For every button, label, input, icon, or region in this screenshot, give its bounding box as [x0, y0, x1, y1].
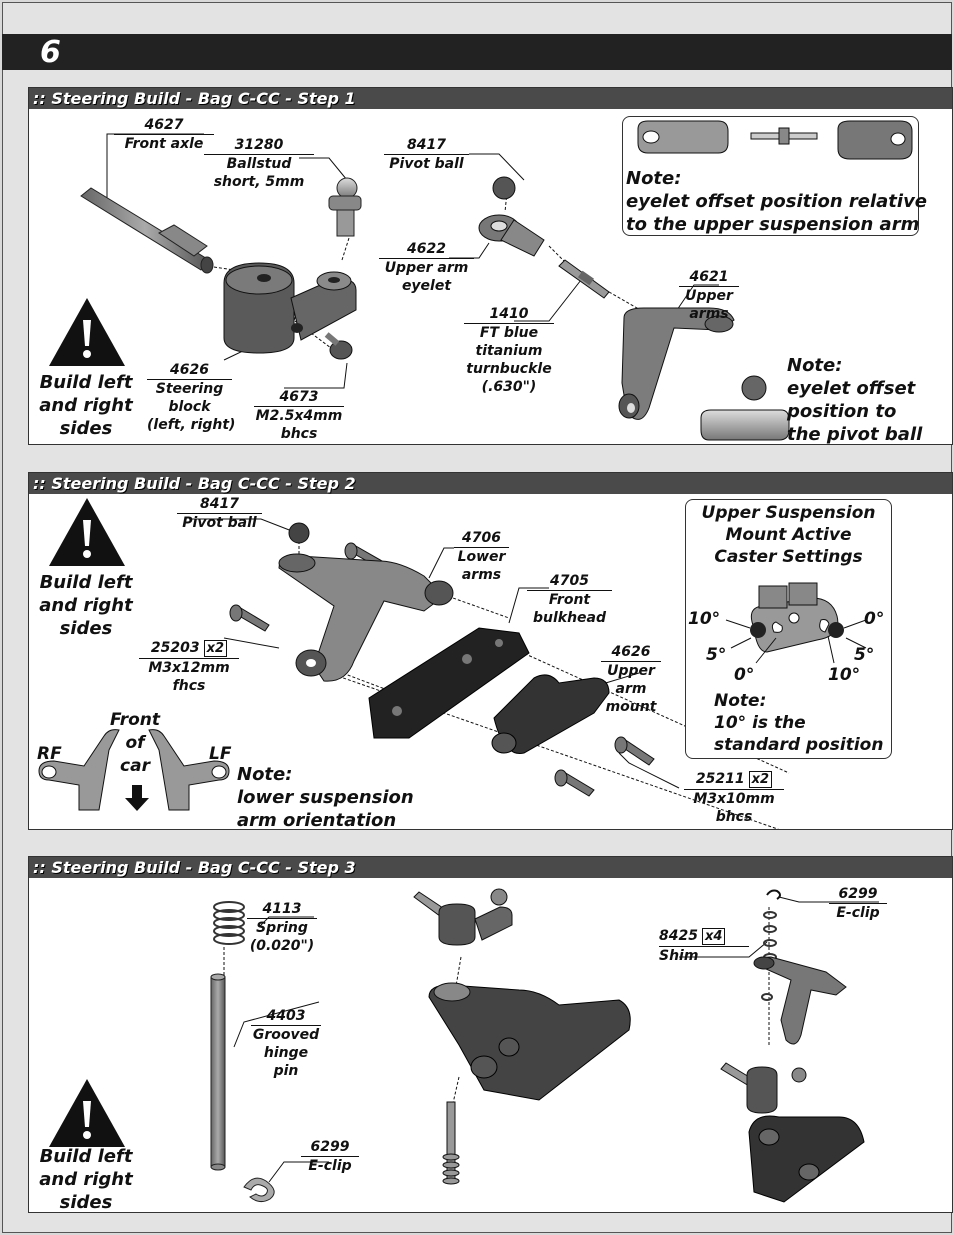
warning-triangle-step3-icon: [49, 1079, 125, 1147]
arrow-down-icon: [125, 785, 149, 811]
front-bulkhead-part: [368, 627, 530, 739]
eyelet-offset-illustration: [700, 375, 790, 441]
step1-panel: :: Steering Build - Bag C-CC - Step 1: [28, 87, 953, 445]
lf-label: LF: [209, 744, 232, 764]
caster-mount-illustration: [725, 582, 867, 664]
turnbuckle-part: [558, 259, 610, 299]
step3-panel: :: Steering Build - Bag C-CC - Step 3: [28, 856, 953, 1213]
step1-title: :: Steering Build - Bag C-CC - Step 1: [29, 88, 952, 109]
step2-panel: :: Steering Build - Bag C-CC - Step 2: [28, 472, 953, 831]
screw-4673-part: [324, 332, 353, 360]
screw-25211-lower-part: [554, 769, 595, 797]
step1-illustration: [49, 133, 790, 441]
caster-5-right: 5°: [854, 645, 875, 665]
spring-part: [213, 901, 245, 945]
warning-triangle-icon: [49, 298, 125, 366]
hinge-pin-part: [210, 973, 226, 1171]
caster-0-right: 0°: [864, 609, 885, 629]
eyelet-part: [478, 214, 545, 257]
warning-triangle-step2-icon: [49, 498, 125, 566]
step3-title: :: Steering Build - Bag C-CC - Step 3: [29, 857, 952, 878]
step1-note-box: Note: eyelet offset position relative to…: [622, 116, 927, 236]
middle-assembly-part: [413, 888, 631, 1185]
step1-note-line3: to the upper suspension arm: [626, 214, 920, 235]
screw-25211-upper-part: [614, 736, 655, 766]
upper-arms-part: [618, 307, 735, 420]
arm-orientation-illustration: [38, 729, 230, 811]
pivot-ball-part: [492, 176, 516, 200]
step1-note-line2: eyelet offset position relative: [626, 191, 928, 212]
caster-5-left: 5°: [706, 645, 727, 665]
lower-arms-part: [278, 553, 454, 682]
caster-0-bottom: 0°: [734, 665, 755, 685]
pivot-ball-step2-part: [288, 522, 310, 544]
step3-illustration: [49, 888, 879, 1203]
e-clip-left-part: [243, 1177, 275, 1203]
page-number: 6: [40, 35, 61, 70]
page-header-bar: [2, 34, 952, 70]
eyelet-arm-illustration: [637, 120, 913, 160]
step2-illustration: [38, 498, 790, 829]
caster-10-left: 10°: [688, 609, 721, 629]
upper-arm-mount-part: [491, 674, 610, 755]
front-axle-part: [80, 187, 214, 274]
steering-block-part: [223, 262, 357, 354]
right-assembly-part: [720, 889, 865, 1203]
ballstud-part: [328, 177, 362, 237]
screw-25203-part: [229, 604, 270, 632]
step2-title: :: Steering Build - Bag C-CC - Step 2: [29, 473, 952, 494]
caster-10-bottom: 10°: [828, 665, 861, 685]
step1-note-label: Note:: [626, 168, 682, 189]
rf-label: RF: [37, 744, 62, 764]
